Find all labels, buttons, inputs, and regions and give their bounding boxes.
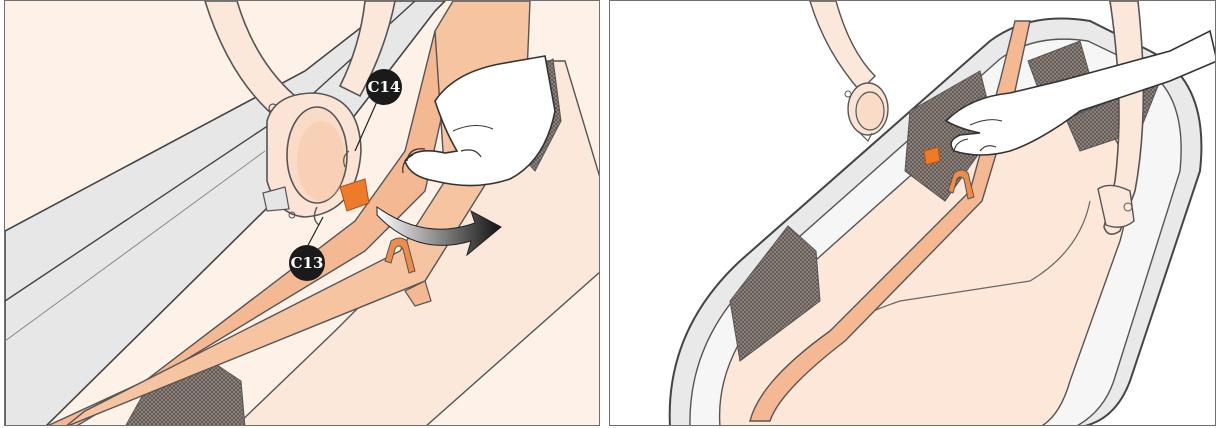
closeup-illustration: C14 C13 — [5, 1, 600, 426]
overview-illustration — [610, 1, 1216, 426]
callout-c13-label: C13 — [291, 254, 324, 272]
step-panel-right — [609, 0, 1216, 426]
callout-c14-label: C14 — [368, 78, 401, 96]
callout-c14: C14 — [366, 69, 402, 105]
callout-c13: C13 — [289, 245, 325, 281]
step-panel-left: C14 C13 — [4, 0, 600, 426]
